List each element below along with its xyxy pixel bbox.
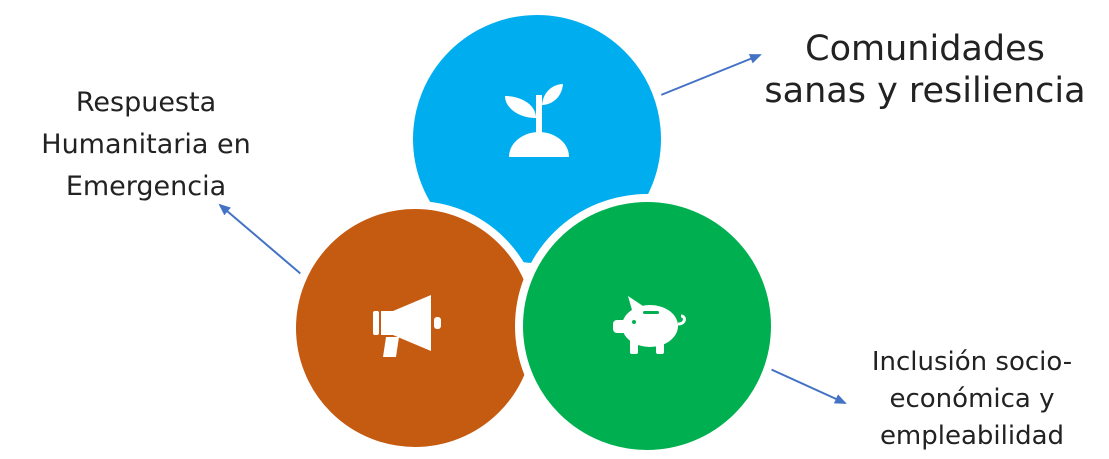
label-line: Humanitaria en <box>41 129 251 160</box>
label-inclusion-socioeconomica: Inclusión socio- económica y empleabilid… <box>835 344 1109 455</box>
megaphone-icon <box>373 295 441 357</box>
label-line: económica y <box>889 384 1055 414</box>
label-line: Respuesta <box>75 87 217 118</box>
arrow-to-green-label <box>767 367 847 404</box>
label-line: empleabilidad <box>879 421 1065 451</box>
label-line: Inclusión socio- <box>871 347 1073 377</box>
label-respuesta-humanitaria: Respuesta Humanitaria en Emergencia <box>0 82 292 208</box>
piggy-bank-icon <box>613 296 686 354</box>
arrow-to-orange-label <box>218 203 309 281</box>
label-comunidades: Comunidades sanas y resiliencia <box>740 28 1109 112</box>
label-line: sanas y resiliencia <box>764 71 1086 111</box>
label-line: Emergencia <box>65 171 227 202</box>
plant-sprout-icon <box>505 84 569 157</box>
label-line: Comunidades <box>805 29 1045 69</box>
arrow-to-blue-label <box>655 54 762 98</box>
